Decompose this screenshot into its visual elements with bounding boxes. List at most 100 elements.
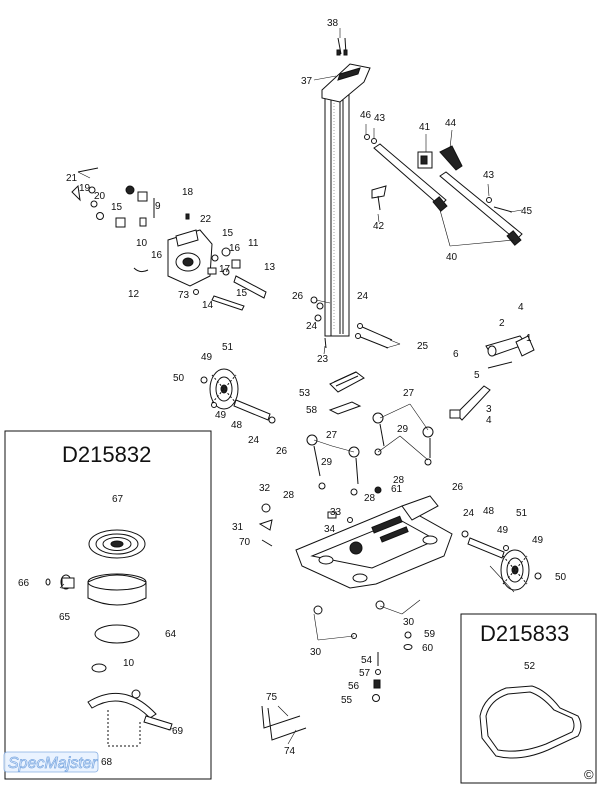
label-48-left: 48 bbox=[231, 420, 243, 431]
label-19: 19 bbox=[79, 183, 91, 194]
label-32: 32 bbox=[259, 483, 271, 494]
base-small-parts bbox=[258, 486, 413, 650]
column-base-screws bbox=[310, 296, 393, 349]
kit-box-d215833 bbox=[460, 613, 597, 784]
label-29-left: 29 bbox=[321, 457, 333, 468]
label-61: 61 bbox=[391, 484, 403, 495]
seal-ring bbox=[94, 624, 140, 644]
column-rack bbox=[324, 93, 350, 337]
label-45: 45 bbox=[521, 206, 533, 217]
label-49-left-lower: 49 bbox=[215, 410, 227, 421]
label-4-upper: 4 bbox=[518, 302, 524, 313]
brace-washer-43-upper bbox=[371, 138, 377, 144]
label-43-upper: 43 bbox=[374, 113, 386, 124]
label-16-a: 16 bbox=[151, 250, 163, 261]
label-34: 34 bbox=[324, 524, 336, 535]
label-58: 58 bbox=[306, 405, 318, 416]
collection-basket bbox=[88, 529, 146, 559]
label-28-a: 28 bbox=[393, 475, 405, 486]
nut-10 bbox=[91, 663, 107, 673]
vacuum-gasket bbox=[479, 685, 582, 759]
label-15-b: 15 bbox=[222, 228, 234, 239]
label-23: 23 bbox=[317, 354, 329, 365]
label-28-b: 28 bbox=[283, 490, 295, 501]
label-5: 5 bbox=[474, 370, 480, 381]
label-24-wheel-left: 24 bbox=[248, 435, 260, 446]
label-65: 65 bbox=[59, 612, 71, 623]
label-43-lower: 43 bbox=[483, 170, 495, 181]
label-28-c: 28 bbox=[364, 493, 376, 504]
label-38: 38 bbox=[327, 18, 339, 29]
label-29-right: 29 bbox=[397, 424, 409, 435]
label-57: 57 bbox=[359, 668, 371, 679]
label-12: 12 bbox=[128, 289, 140, 300]
label-42: 42 bbox=[373, 221, 385, 232]
label-9: 9 bbox=[155, 201, 161, 212]
label-68: 68 bbox=[101, 757, 113, 768]
carriage-housing bbox=[167, 229, 213, 287]
label-6: 6 bbox=[453, 349, 459, 360]
label-26-column: 26 bbox=[292, 291, 304, 302]
kit-box-d215832-title: D215832 bbox=[62, 442, 151, 467]
label-59: 59 bbox=[424, 629, 436, 640]
label-44: 44 bbox=[445, 118, 457, 129]
label-1: 1 bbox=[526, 333, 532, 344]
label-75: 75 bbox=[266, 692, 278, 703]
label-30-right: 30 bbox=[403, 617, 415, 628]
brace-washer-46 bbox=[364, 134, 370, 140]
label-40: 40 bbox=[446, 252, 458, 263]
label-66: 66 bbox=[18, 578, 30, 589]
label-51-right: 51 bbox=[516, 508, 528, 519]
callout-labels: 1 2 3 4 4 5 6 9 10 10 11 12 13 14 15 15 … bbox=[18, 18, 567, 768]
label-22: 22 bbox=[200, 214, 212, 225]
label-37: 37 bbox=[301, 76, 313, 87]
label-69: 69 bbox=[172, 726, 184, 737]
label-54: 54 bbox=[361, 655, 373, 666]
brace-bar-lower bbox=[439, 171, 523, 246]
kit-box-d215832 bbox=[4, 430, 212, 780]
brace-bracket-42 bbox=[371, 185, 387, 211]
kit-box-d215833-title: D215833 bbox=[480, 621, 569, 646]
collection-ring bbox=[45, 573, 147, 606]
label-74: 74 bbox=[284, 746, 296, 757]
label-10: 10 bbox=[136, 238, 148, 249]
eye-bolts bbox=[306, 412, 434, 496]
watermark-text: SpecMajster bbox=[8, 755, 98, 772]
label-41: 41 bbox=[419, 122, 431, 133]
label-50-right: 50 bbox=[555, 572, 567, 583]
brace-washer-43-lower bbox=[486, 197, 492, 203]
label-31: 31 bbox=[232, 522, 244, 533]
label-46: 46 bbox=[360, 110, 372, 121]
handwheel-right bbox=[500, 549, 530, 591]
label-26-wheel-right: 26 bbox=[452, 482, 464, 493]
tilt-lever bbox=[449, 335, 535, 421]
label-20: 20 bbox=[94, 191, 106, 202]
leader-lines bbox=[59, 28, 523, 745]
label-48-right: 48 bbox=[483, 506, 495, 517]
label-73: 73 bbox=[178, 290, 190, 301]
label-26-wheel-left: 26 bbox=[276, 446, 288, 457]
brace-bolt-45 bbox=[493, 206, 513, 213]
hex-keys bbox=[261, 705, 307, 741]
handwheel-right-shaft bbox=[461, 530, 542, 580]
handwheel-left bbox=[209, 368, 239, 410]
label-67: 67 bbox=[112, 494, 124, 505]
label-18: 18 bbox=[182, 187, 194, 198]
label-30-left: 30 bbox=[310, 647, 322, 658]
label-24-base: 24 bbox=[306, 321, 318, 332]
cap-screws bbox=[336, 37, 348, 56]
label-4-lower: 4 bbox=[486, 415, 492, 426]
label-49-right-upper: 49 bbox=[497, 525, 509, 536]
label-2: 2 bbox=[499, 318, 505, 329]
watermark-badge bbox=[3, 751, 99, 773]
label-33: 33 bbox=[330, 507, 342, 518]
handwheel-left-shaft bbox=[200, 376, 276, 424]
label-51-left: 51 bbox=[222, 342, 234, 353]
label-21: 21 bbox=[66, 173, 78, 184]
label-53: 53 bbox=[299, 388, 311, 399]
label-49-left-upper: 49 bbox=[201, 352, 213, 363]
copyright-symbol: © bbox=[584, 767, 594, 782]
label-14: 14 bbox=[202, 300, 214, 311]
fasteners-54-57 bbox=[372, 652, 381, 702]
